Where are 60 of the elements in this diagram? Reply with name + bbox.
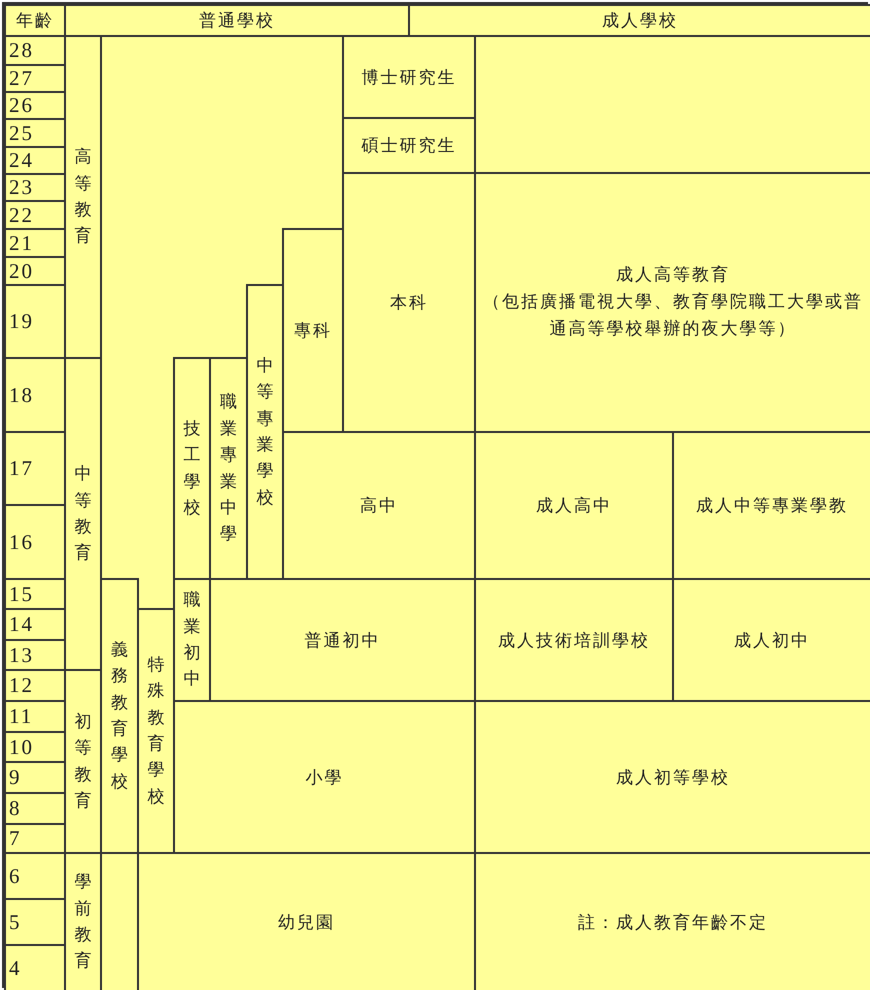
box-label: 中等專業學校 (256, 354, 274, 510)
box-label: 13 (9, 642, 34, 668)
school-box (474, 852, 870, 990)
box-label: 成人技術培訓學校 (498, 630, 650, 652)
column-header (4, 4, 66, 37)
box-label: 中等教育 (74, 463, 92, 566)
box-label: 26 (9, 93, 34, 118)
box-label: 8 (9, 796, 22, 821)
box-label: 高等教育 (74, 146, 92, 248)
column-header (64, 4, 410, 37)
box-label: 成人中等專業學教 (696, 495, 848, 517)
box-label: 7 (9, 826, 22, 851)
box-label: 11 (9, 704, 34, 729)
box-label: 專科 (294, 320, 332, 342)
box-label: 註：成人教育年齡不定 (578, 912, 768, 934)
box-label: 年齡 (16, 10, 54, 32)
box-label: 職業專業中學 (220, 391, 237, 546)
age-cell (4, 944, 66, 990)
box-label: 20 (9, 258, 34, 284)
box-label: 5 (9, 910, 22, 934)
box-label: 21 (9, 230, 34, 256)
box-label: 義務教育學校 (111, 638, 128, 794)
box-label: 高中 (360, 495, 398, 517)
box-label: 17 (9, 456, 34, 481)
box-label: 19 (9, 309, 34, 334)
box-label: 學前教育 (74, 871, 92, 974)
column-header (408, 4, 870, 37)
box-label: 15 (9, 582, 34, 606)
box-label: 博士研究生 (362, 66, 456, 88)
box-label: 初等教育 (74, 710, 92, 813)
box-label: 成人高等教育 (615, 264, 731, 287)
box-label: 特殊教育學校 (148, 654, 164, 809)
box-label: 碩士研究生 (362, 135, 456, 157)
box-label: 本科 (390, 292, 428, 314)
box-label: 25 (9, 120, 34, 146)
box-label: 成人學校 (602, 10, 678, 32)
box-label: 18 (9, 382, 34, 408)
box-label: （包括廣播電視大學、教育學院職工大學或普通高等學校舉辦的夜大學等） (482, 290, 864, 342)
school-box (173, 357, 211, 580)
box-label: 23 (9, 175, 34, 200)
box-label: 成人初中 (734, 630, 810, 652)
box-label: 24 (9, 148, 34, 173)
box-label: 技工學校 (184, 418, 200, 520)
box-label: 6 (9, 864, 22, 888)
box-label: 28 (9, 38, 34, 63)
box-label: 成人初等學校 (616, 766, 730, 788)
box-label: 職業初中 (184, 589, 200, 692)
box-label: 幼兒園 (278, 912, 335, 934)
box-label: 14 (9, 612, 34, 637)
box-label: 10 (9, 734, 34, 760)
box-label: 27 (9, 66, 34, 91)
box-label: 普通初中 (304, 630, 380, 652)
box-label: 9 (9, 765, 22, 790)
box-label: 成人高中 (536, 495, 612, 517)
box-label: 普通學校 (199, 10, 275, 32)
box-label: 16 (9, 530, 34, 554)
box-label: 22 (9, 202, 34, 228)
box-label: 小學 (306, 766, 344, 788)
box-label: 12 (9, 673, 34, 698)
box-label: 4 (9, 956, 22, 980)
